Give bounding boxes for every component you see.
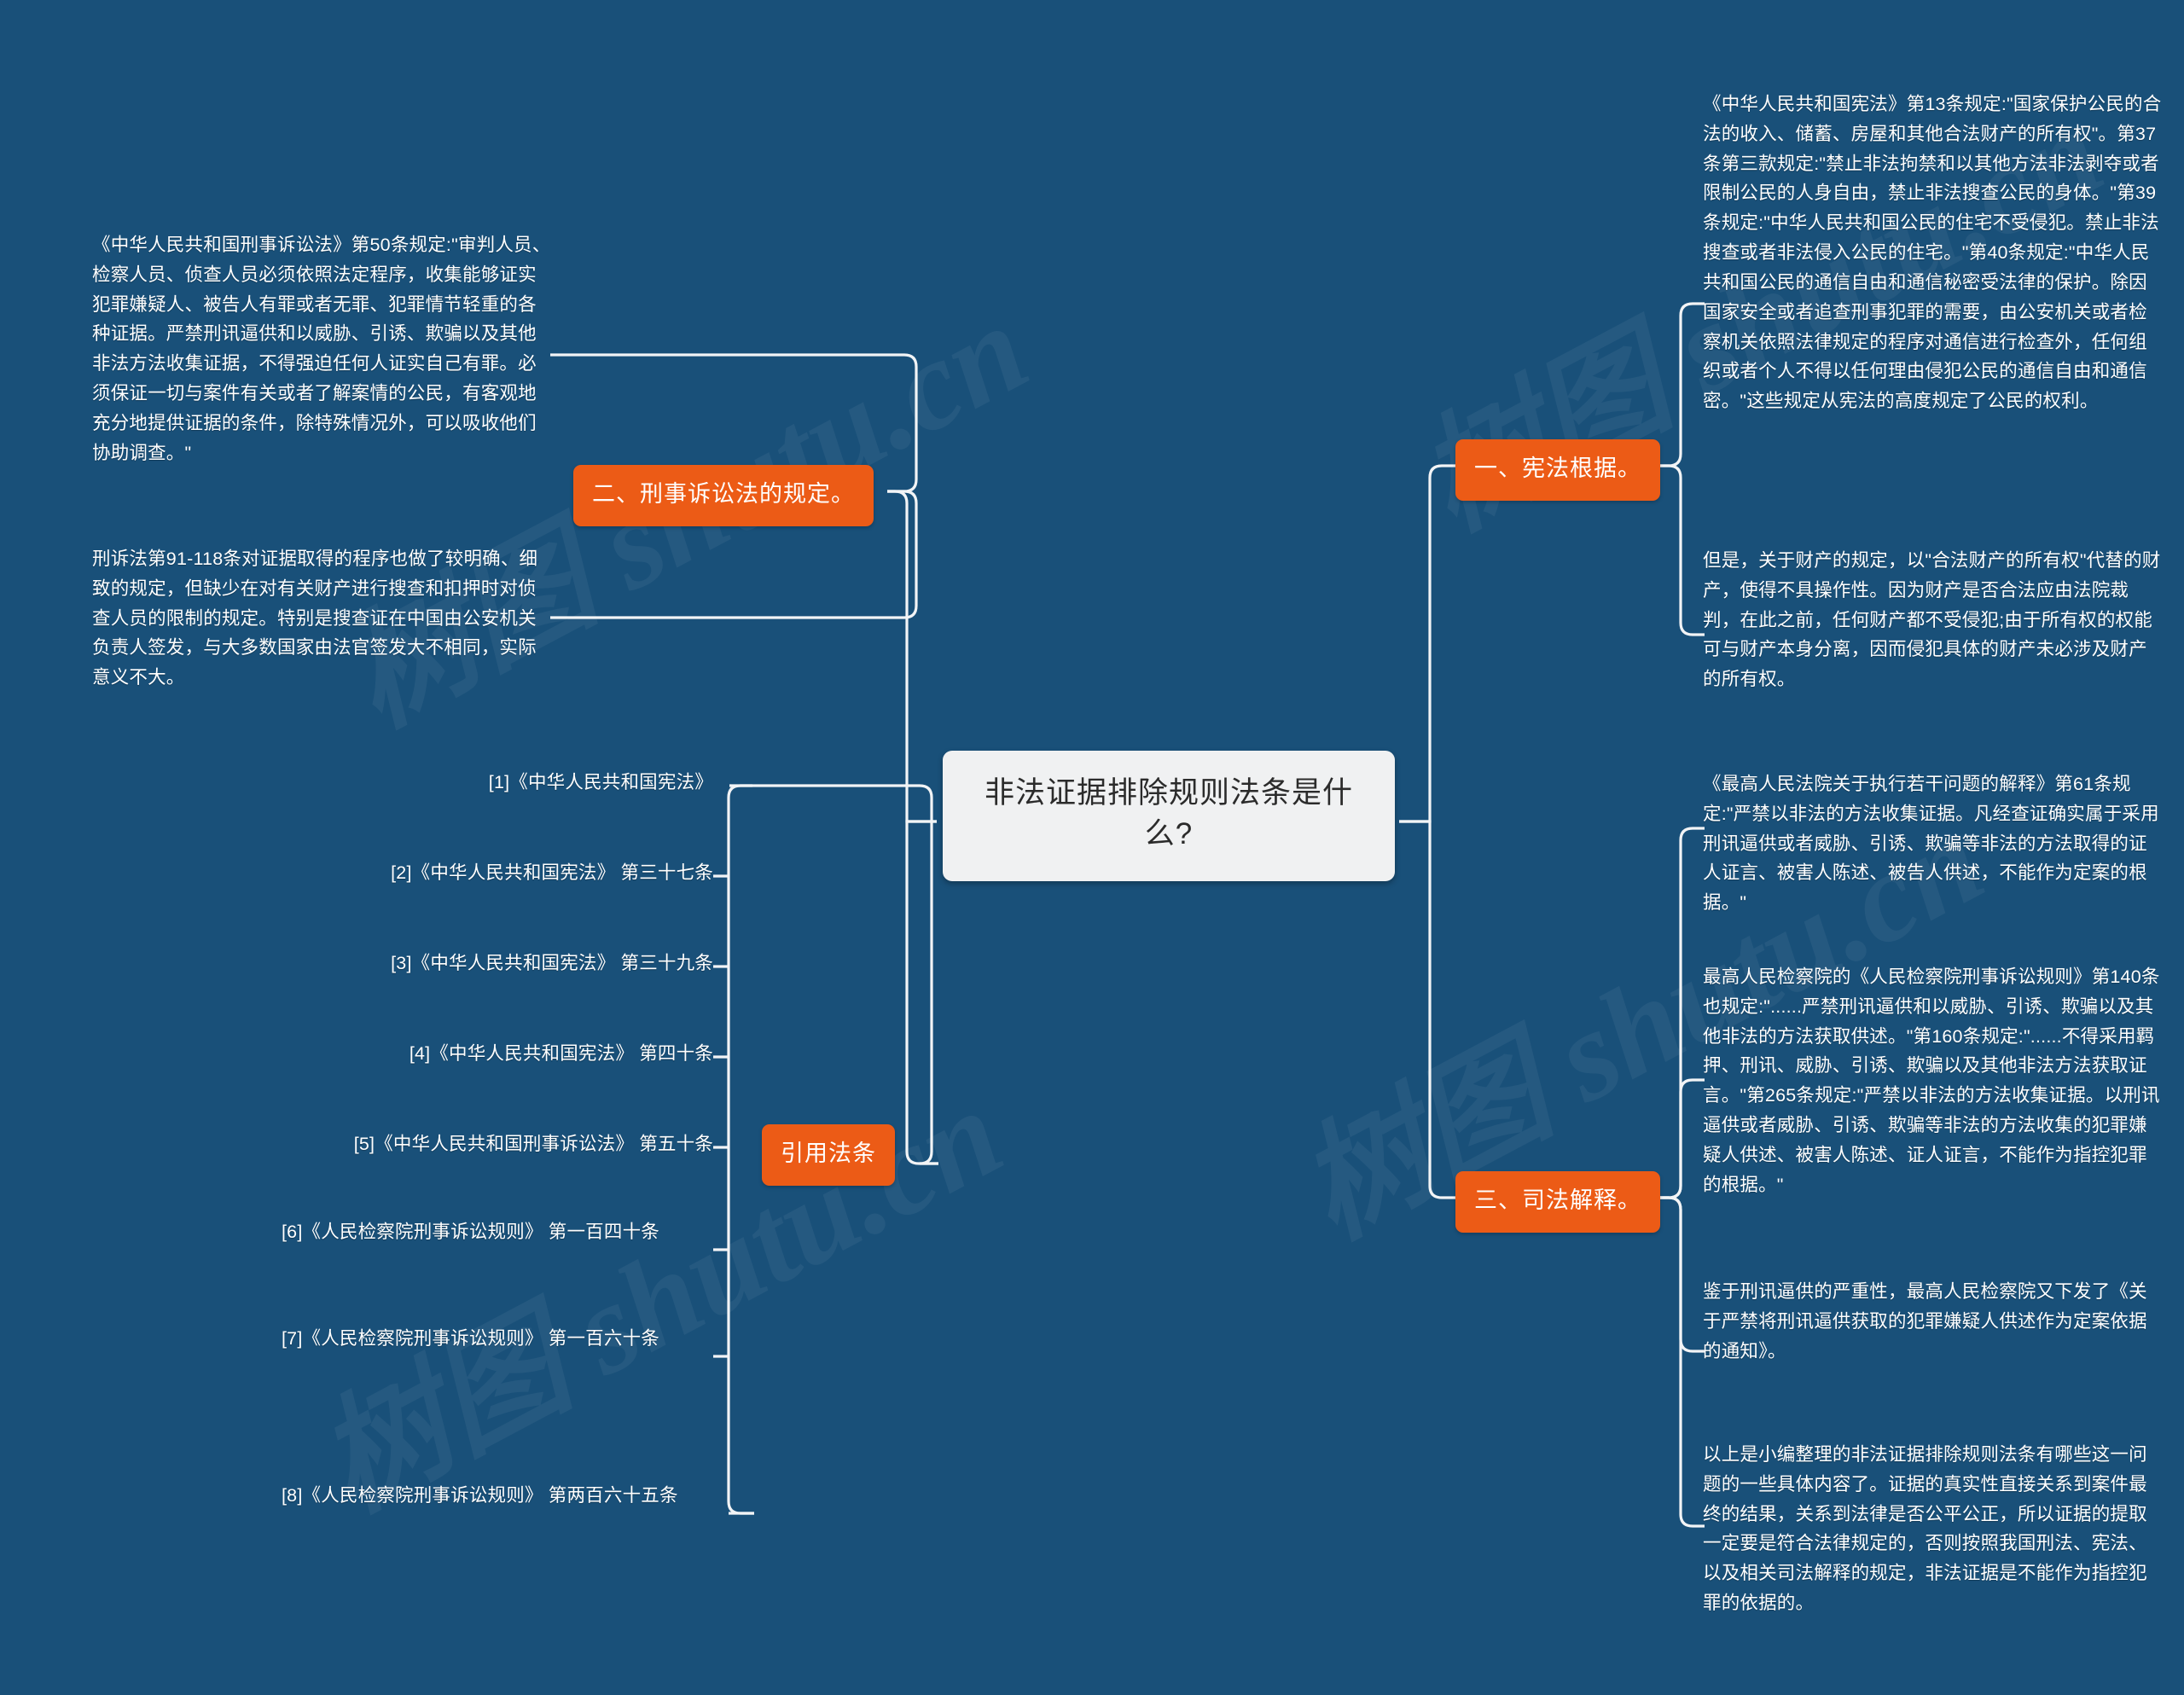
citation-item-4: [4]《中华人民共和国宪法》 第四十条: [409, 1043, 713, 1064]
citation-item-2: [2]《中华人民共和国宪法》 第三十七条: [391, 862, 713, 883]
branch-citations[interactable]: 引用法条: [762, 1124, 895, 1186]
leaf-judicial-1: 《最高人民法院关于执行若干问题的解释》第61条规定:"严禁以非法的方法收集证据。…: [1703, 774, 2159, 914]
citation-item-5: [5]《中华人民共和国刑事诉讼法》 第五十条: [353, 1134, 713, 1154]
watermark: 树图 shutu.cn: [297, 1061, 1024, 1537]
leaf-judicial-4: 以上是小编整理的非法证据排除规则法条有哪些这一问题的一些具体内容了。证据的真实性…: [1703, 1444, 2147, 1614]
branch-judicial-interpretation[interactable]: 三、司法解释。: [1455, 1171, 1660, 1233]
leaf-constitution-1: 《中华人民共和国宪法》第13条规定:"国家保护公民的合法的收入、储蓄、房屋和其他…: [1703, 94, 2162, 412]
citation-item-8: [8]《人民检察院刑事诉讼规则》 第两百六十五条: [282, 1485, 678, 1506]
branch-criminal-procedure[interactable]: 二、刑事诉讼法的规定。: [573, 465, 874, 526]
root-node[interactable]: 非法证据排除规则法条是什么?: [943, 751, 1395, 881]
branch-constitution[interactable]: 一、宪法根据。: [1455, 439, 1660, 501]
leaf-judicial-3: 鉴于刑讯逼供的严重性，最高人民检察院又下发了《关于严禁将刑讯逼供获取的犯罪嫌疑人…: [1703, 1281, 2147, 1361]
leaf-constitution-2: 但是，关于财产的规定，以"合法财产的所有权"代替的财产，使得不具操作性。因为财产…: [1703, 550, 2161, 690]
leaf-criminal-procedure-1: 《中华人民共和国刑事诉讼法》第50条规定:"审判人员、检察人员、侦查人员必须依照…: [92, 235, 551, 463]
citation-item-6: [6]《人民检察院刑事诉讼规则》 第一百四十条: [282, 1222, 659, 1242]
leaf-criminal-procedure-2: 刑诉法第91-118条对证据取得的程序也做了较明确、细致的规定，但缺少在对有关财…: [92, 549, 538, 688]
citation-item-7: [7]《人民检察院刑事诉讼规则》 第一百六十条: [282, 1328, 659, 1349]
citation-item-1: [1]《中华人民共和国宪法》: [488, 772, 713, 792]
citation-item-3: [3]《中华人民共和国宪法》 第三十九条: [391, 953, 713, 973]
leaf-judicial-2: 最高人民检察院的《人民检察院刑事诉讼规则》第140条也规定:"......严禁刑…: [1703, 966, 2160, 1195]
